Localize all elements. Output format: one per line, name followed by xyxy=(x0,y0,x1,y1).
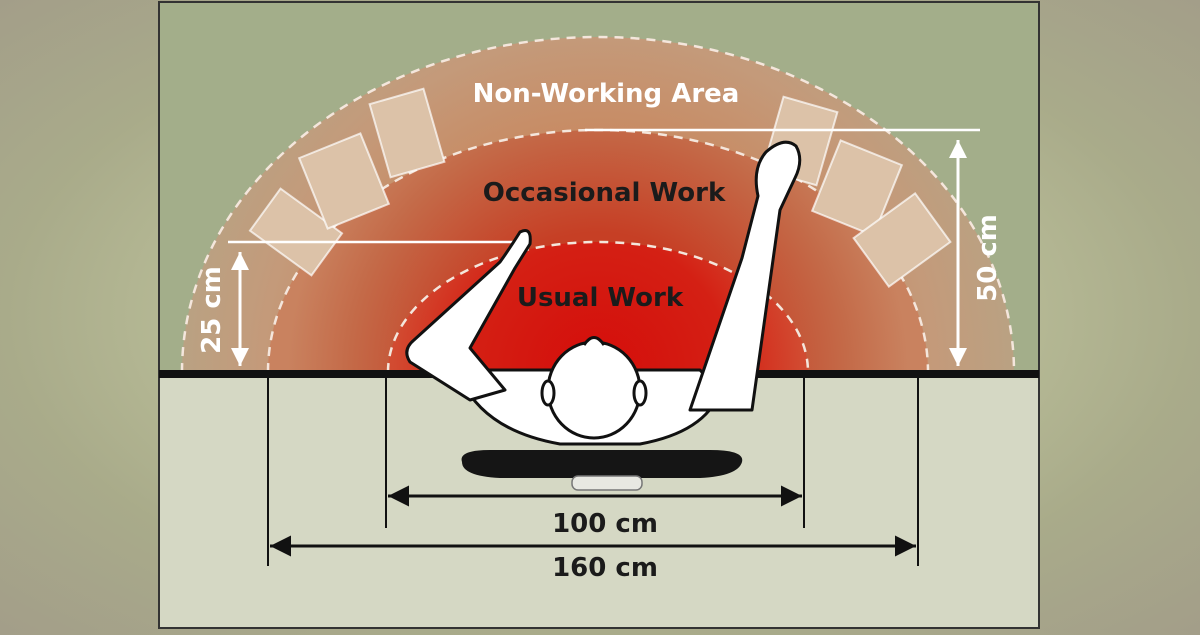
label-usual: Usual Work xyxy=(517,283,684,313)
label-100cm: 100 cm xyxy=(552,509,658,539)
person-head xyxy=(546,340,642,440)
label-160cm: 160 cm xyxy=(552,553,658,583)
paper-document xyxy=(368,87,446,179)
person-figure xyxy=(405,140,802,446)
paper-document xyxy=(248,187,344,277)
person-right-arm xyxy=(688,140,802,412)
person-ear-left xyxy=(540,379,556,407)
paper-document xyxy=(297,132,391,230)
paper-document xyxy=(810,139,904,237)
boundary-non-working xyxy=(180,35,1016,373)
paper-document xyxy=(852,191,952,289)
label-25cm: 25 cm xyxy=(197,266,227,354)
chair-backrest xyxy=(461,450,743,478)
boundary-usual xyxy=(386,240,810,373)
person-left-arm xyxy=(405,229,532,402)
label-occasional: Occasional Work xyxy=(483,178,726,208)
person-ear-right xyxy=(632,379,648,407)
chair-support xyxy=(571,475,643,491)
person-nose xyxy=(582,336,606,346)
label-50cm: 50 cm xyxy=(973,214,1003,302)
label-non-working: Non-Working Area xyxy=(473,79,740,109)
